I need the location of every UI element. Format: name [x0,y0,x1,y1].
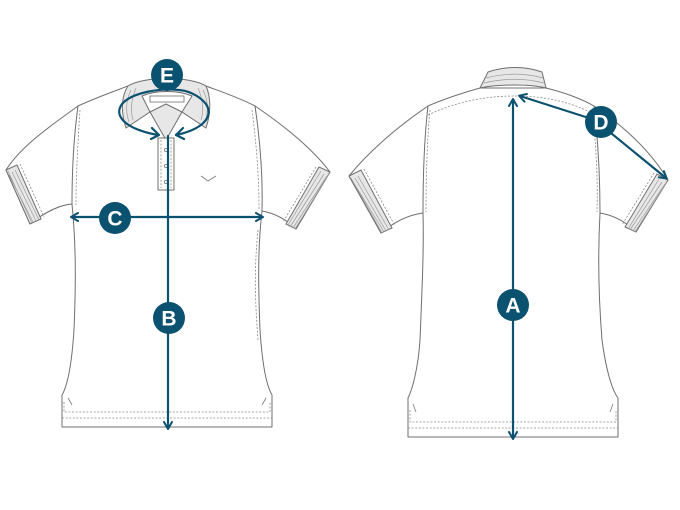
badge-d: D [585,106,617,138]
badge-c-label: C [107,208,122,231]
badge-b: B [153,302,185,334]
front-left-cuff [5,164,42,225]
back-view-shirt [348,67,669,438]
front-right-cuff [285,166,331,230]
chest-logo [200,175,217,182]
badge-e: E [151,59,183,91]
back-collar [479,67,547,89]
badge-b-label: B [161,308,176,331]
badge-c: C [99,202,131,234]
measure-e-loop [118,88,210,141]
badge-a: A [497,289,529,321]
badge-e-label: E [160,65,174,88]
badge-a-label: A [505,295,520,318]
badge-d-label: D [593,112,608,135]
